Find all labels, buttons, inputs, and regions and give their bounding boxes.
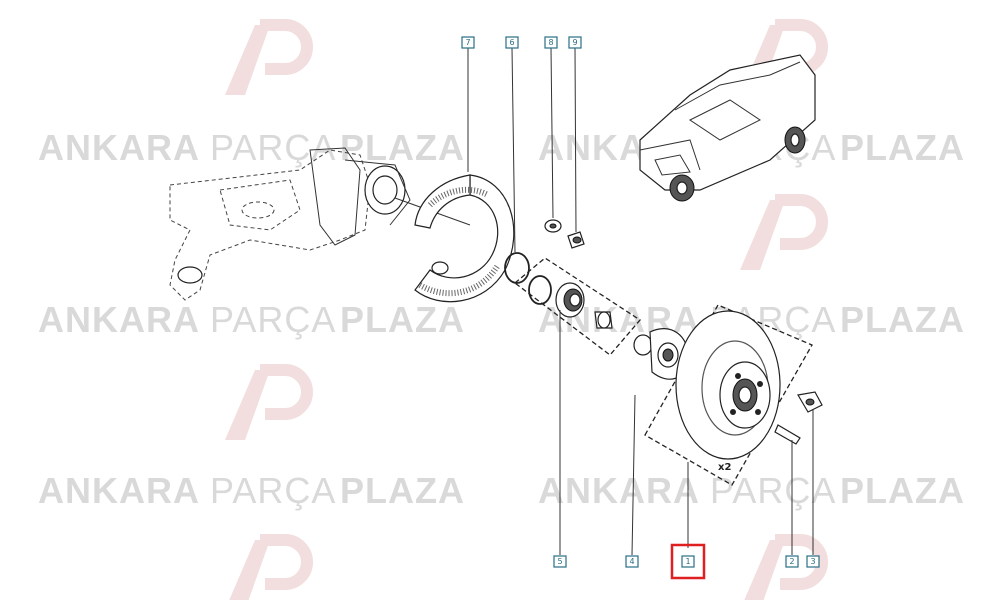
hub-nut-part bbox=[594, 311, 613, 329]
leader-lines bbox=[467, 47, 577, 253]
callout-label: 2 bbox=[789, 557, 794, 566]
callout-4[interactable]: 4 bbox=[625, 555, 639, 568]
bearing-kit-group bbox=[513, 257, 641, 555]
watermark-word: PLAZA bbox=[840, 127, 965, 168]
watermark-word: PARÇA bbox=[210, 470, 336, 511]
bolt-part bbox=[567, 231, 585, 249]
watermark-layer: ANKARA PARÇA PLAZA ANKARA PARÇA PLAZA AN… bbox=[38, 19, 965, 600]
callout-label: 4 bbox=[629, 557, 634, 566]
callout-label: 9 bbox=[572, 38, 577, 47]
watermark-word: PARÇA bbox=[210, 299, 336, 340]
caliper-bolt-part bbox=[774, 424, 801, 555]
callout-highlight bbox=[670, 543, 706, 580]
callout-label: 8 bbox=[548, 38, 553, 47]
watermark-logo bbox=[225, 364, 313, 440]
callout-label: 1 bbox=[685, 557, 690, 566]
callout-1[interactable]: 1 bbox=[670, 543, 706, 580]
axle-assembly-outline bbox=[169, 147, 471, 301]
callout-label: 5 bbox=[557, 557, 562, 566]
vehicle-thumbnail bbox=[639, 54, 816, 202]
watermark-word: PLAZA bbox=[340, 299, 465, 340]
callout-3[interactable]: 3 bbox=[806, 555, 820, 568]
callout-6[interactable]: 6 bbox=[505, 36, 519, 49]
watermark-word: PARÇA bbox=[210, 127, 336, 168]
watermark-word: PLAZA bbox=[340, 470, 465, 511]
snap-ring-part bbox=[504, 252, 530, 284]
dust-shield-part bbox=[414, 174, 515, 303]
watermark-logo bbox=[229, 534, 313, 600]
watermark-logo bbox=[740, 194, 828, 270]
watermark-row: ANKARA PARÇA PLAZA ANKARA PARÇA PLAZA bbox=[38, 299, 965, 340]
watermark-logo bbox=[225, 19, 313, 95]
brake-disc-part bbox=[675, 310, 781, 460]
quantity-label: x2 bbox=[718, 462, 731, 473]
watermark-word: PLAZA bbox=[840, 470, 965, 511]
callout-label: 6 bbox=[509, 38, 514, 47]
watermark-word: ANKARA bbox=[38, 470, 200, 511]
callout-2[interactable]: 2 bbox=[785, 555, 799, 568]
watermark-row: ANKARA PARÇA PLAZA ANKARA PARÇA PLAZA bbox=[38, 470, 965, 511]
watermark-word: ANKARA bbox=[538, 470, 700, 511]
watermark-word: PLAZA bbox=[840, 299, 965, 340]
callout-9[interactable]: 9 bbox=[568, 36, 582, 49]
watermark-word: ANKARA bbox=[38, 299, 200, 340]
washer-part bbox=[544, 219, 562, 233]
watermark-row: ANKARA PARÇA PLAZA ANKARA PARÇA PLAZA bbox=[38, 127, 965, 168]
callout-5[interactable]: 5 bbox=[553, 555, 567, 568]
wheel-bearing-part bbox=[555, 282, 585, 318]
callout-8[interactable]: 8 bbox=[544, 36, 558, 49]
callout-7[interactable]: 7 bbox=[461, 36, 475, 49]
callout-label: 3 bbox=[810, 557, 815, 566]
watermark-word: ANKARA bbox=[38, 127, 200, 168]
watermark-word: PARÇA bbox=[710, 470, 836, 511]
watermark-logo bbox=[744, 534, 828, 600]
brake-disc-group: x2 bbox=[644, 304, 813, 548]
lock-nut-part bbox=[797, 391, 823, 555]
callout-label: 7 bbox=[465, 38, 470, 47]
